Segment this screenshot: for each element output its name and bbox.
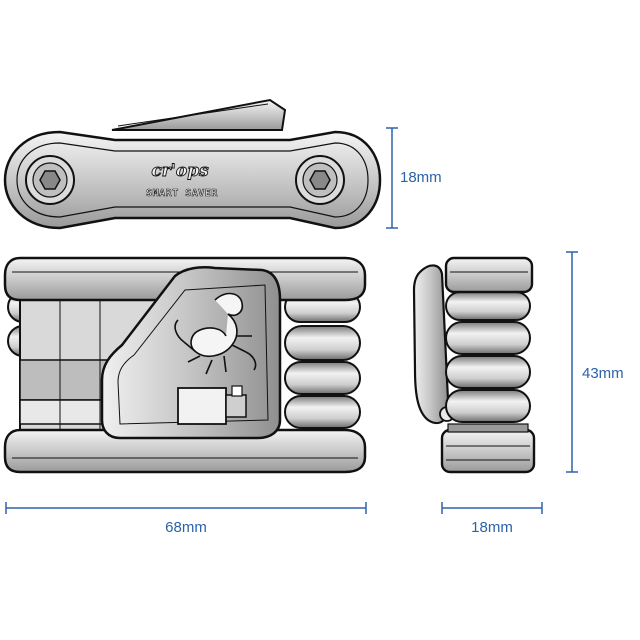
dimension-front-width: 68mm	[5, 502, 367, 536]
dimension-label-top-height: 18mm	[400, 169, 442, 186]
dimension-label-front-width: 68mm	[165, 519, 207, 536]
brand-logo: cr'ops	[151, 161, 209, 181]
scorpion-icon	[174, 292, 257, 375]
dimension-label-side-width: 18mm	[471, 519, 513, 536]
dimension-top-height: 18mm	[386, 127, 442, 229]
hex-bolt-icon	[295, 155, 345, 205]
front-view	[3, 256, 367, 474]
brand-model-name: SMART SAVER	[146, 188, 218, 199]
top-view: cr'ops SMART SAVER	[3, 98, 382, 230]
side-view	[412, 256, 536, 474]
dimension-label-side-height: 43mm	[582, 365, 624, 382]
dimension-side-width: 18mm	[441, 502, 543, 536]
dimension-side-height: 43mm	[566, 251, 624, 473]
hex-bolt-icon	[25, 155, 75, 205]
